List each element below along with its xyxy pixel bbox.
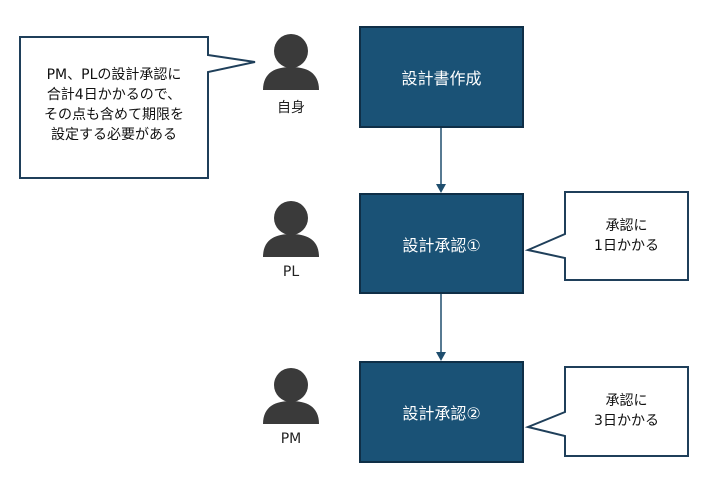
callout-line: 3日かかる [594,413,659,429]
approval-1-callout-text: 承認に 1日かかる [565,216,688,256]
callout-line: PM、PLの設計承認に [46,67,182,83]
person-icon [263,34,319,90]
callout-line: 承認に [605,393,648,409]
person-label-self: 自身 [277,100,305,116]
callout-line: 合計4日かかるので、 [46,87,182,103]
person-label-pl: PL [282,264,300,280]
step-box-approval-1: 設計承認① [359,193,524,294]
step-label: 設計承認① [402,235,481,255]
callout-line: 承認に [605,218,648,234]
person-icon [263,368,319,424]
step-label: 設計承認② [402,404,481,423]
arrow-down-icon [436,294,446,361]
step-label: 設計書作成 [401,69,482,88]
approval-1-callout-bubble [524,191,689,281]
main-callout-text: PM、PLの設計承認に 合計4日かかるので、 その点も含めて期限を 設定する必要… [20,65,208,145]
person-label-pm: PM [280,431,302,447]
callout-line: 設定する必要がある [51,127,177,143]
step-box-design-doc: 設計書作成 [359,26,524,128]
callout-line: 1日かかる [594,238,659,254]
main-callout-bubble [19,36,256,179]
step-box-approval-2: 設計承認② [359,361,524,463]
approval-2-callout-bubble [524,366,689,457]
approval-2-callout-text: 承認に 3日かかる [565,391,688,431]
callout-line: その点も含めて期限を [44,107,184,123]
person-icon [263,201,319,257]
arrow-down-icon [436,128,446,193]
